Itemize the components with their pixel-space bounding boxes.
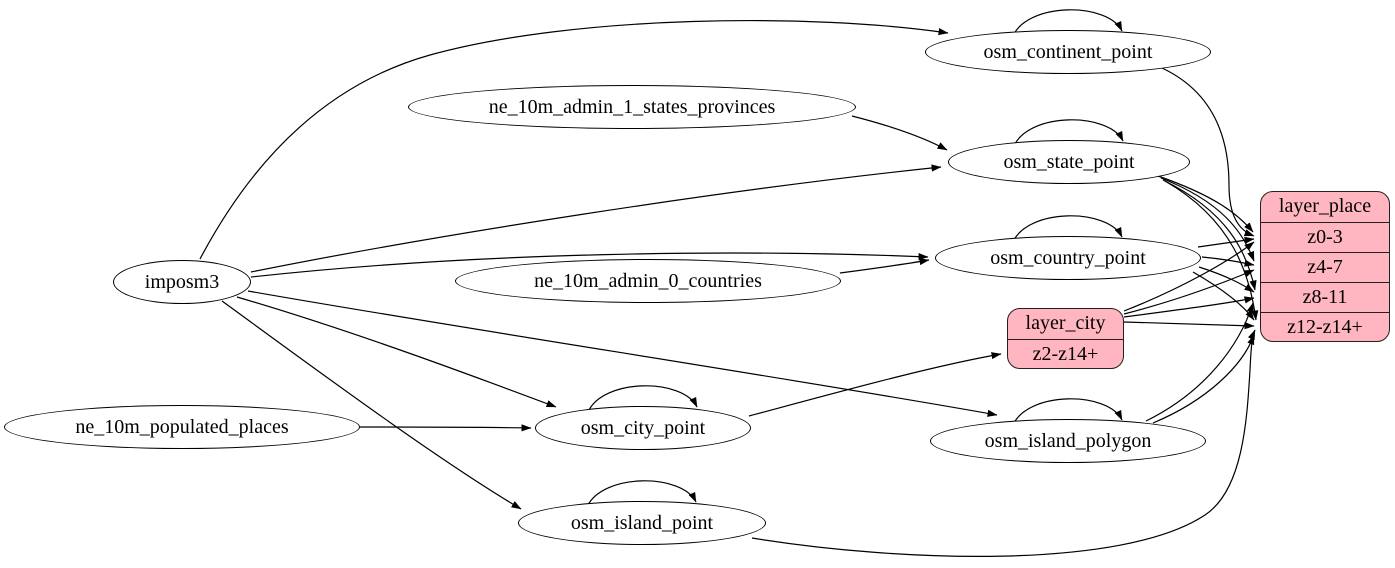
node-osm-island-point: osm_island_point <box>518 501 766 545</box>
node-ne-10m-admin-0-countries: ne_10m_admin_0_countries <box>455 259 841 303</box>
self-loop-continent <box>1012 9 1123 37</box>
node-imposm3: imposm3 <box>113 260 251 304</box>
node-osm-city-point: osm_city_point <box>535 406 751 450</box>
edge-imposm3-island-polygon <box>247 290 998 417</box>
edge-state-z0-3 <box>1157 175 1254 233</box>
edge-country-z12-z14 <box>1192 271 1255 321</box>
edge-imposm3-island-point <box>221 300 522 510</box>
layer-place-row-z12-z14: z12-z14+ <box>1261 312 1389 341</box>
node-layer-city: layer_city z2-z14+ <box>1007 308 1124 369</box>
node-osm-continent-point: osm_continent_point <box>925 30 1211 74</box>
node-ne-10m-populated-places: ne_10m_populated_places <box>4 405 360 449</box>
node-osm-state-point: osm_state_point <box>948 140 1190 184</box>
edge-layer-city-z8-11 <box>1123 296 1255 318</box>
edge-country-z4-7 <box>1201 256 1255 267</box>
self-loop-country <box>1012 215 1123 243</box>
self-loop-city <box>587 385 698 413</box>
edge-populated-city <box>359 424 532 432</box>
self-loop-island-polygon <box>1012 398 1123 426</box>
edge-city-layer-city <box>748 352 1002 417</box>
node-osm-island-polygon: osm_island_polygon <box>930 419 1206 463</box>
edge-imposm3-state <box>250 164 942 273</box>
edge-island-point-z12-z14 <box>751 329 1256 557</box>
node-layer-place: layer_place z0-3 z4-7 z8-11 z12-z14+ <box>1260 191 1390 342</box>
node-osm-country-point: osm_country_point <box>935 236 1201 280</box>
edge-layer-city-z0-3 <box>1123 241 1255 312</box>
edge-admin0-country <box>839 258 930 274</box>
edge-country-z8-11 <box>1198 266 1255 293</box>
self-loop-state <box>1013 119 1124 147</box>
edge-admin1-state <box>851 115 948 151</box>
node-ne-10m-admin-1-states-provinces: ne_10m_admin_1_states_provinces <box>408 85 856 129</box>
layer-city-row-z2-z14: z2-z14+ <box>1008 339 1123 368</box>
self-loop-island-point <box>586 480 697 508</box>
edge-island-polygon-z12-z14 <box>1152 334 1255 424</box>
edge-imposm3-continent <box>199 19 949 260</box>
layer-city-title: layer_city <box>1025 312 1106 334</box>
layer-place-row-z4-7: z4-7 <box>1261 252 1389 282</box>
layer-place-row-z8-11: z8-11 <box>1261 282 1389 312</box>
edge-imposm3-city <box>236 296 557 408</box>
edge-layer-city-z4-7 <box>1123 269 1255 315</box>
edge-imposm3-country <box>250 252 929 278</box>
edge-country-z0-3 <box>1197 236 1255 248</box>
edge-continent-z0-3 <box>1161 67 1255 237</box>
edge-state-z4-7 <box>1160 177 1255 262</box>
layer-place-row-z0-3: z0-3 <box>1261 222 1389 252</box>
edge-island-polygon-z8-11 <box>1145 302 1254 422</box>
edge-layer-city-z12-z14 <box>1123 321 1255 330</box>
layer-place-title: layer_place <box>1278 195 1372 217</box>
